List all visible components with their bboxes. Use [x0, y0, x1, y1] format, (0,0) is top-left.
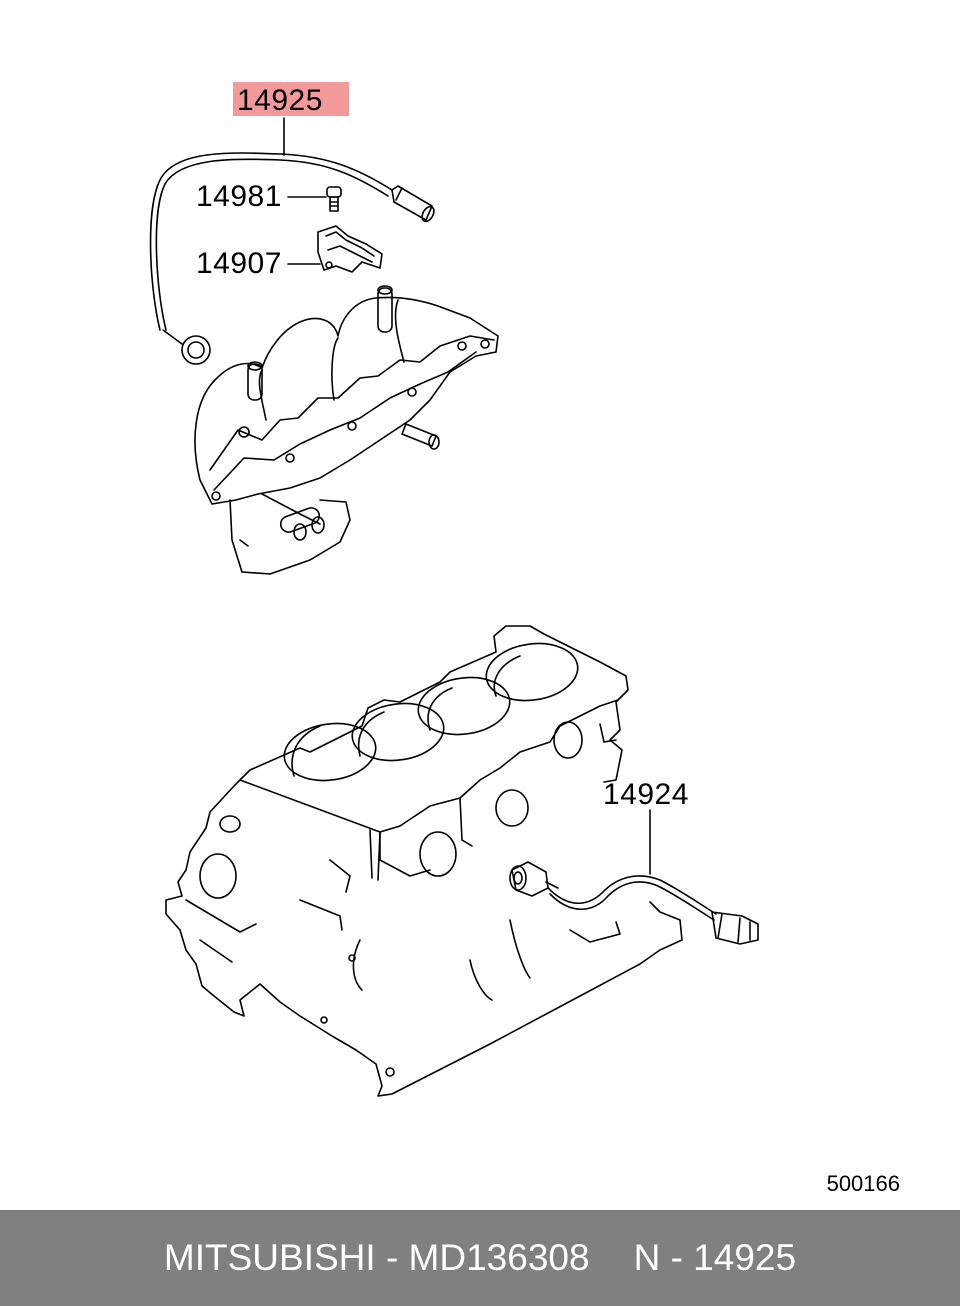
exhaust-manifold	[194, 285, 499, 575]
part-label-14981[interactable]: 14981	[196, 180, 282, 213]
bolt-14981	[326, 186, 342, 212]
part-label-14907[interactable]: 14907	[196, 247, 282, 280]
part-label-14925[interactable]: 14925	[237, 84, 323, 117]
footer-reference-number: N - 14925	[633, 1237, 797, 1278]
footer-brand-part-number: MITSUBISHI - MD136308	[163, 1237, 590, 1278]
knock-sensor-14924	[509, 861, 759, 945]
parts-diagram	[149, 117, 759, 1097]
oxygen-sensor-wire	[149, 152, 435, 365]
footer-bar: MITSUBISHI - MD136308 N - 14925	[0, 1210, 960, 1306]
bracket-14907	[317, 225, 383, 273]
part-label-14924[interactable]: 14924	[603, 778, 689, 811]
engine-block	[165, 625, 683, 1097]
diagram-code: 500166	[826, 1171, 900, 1196]
highlight-box	[233, 82, 349, 116]
